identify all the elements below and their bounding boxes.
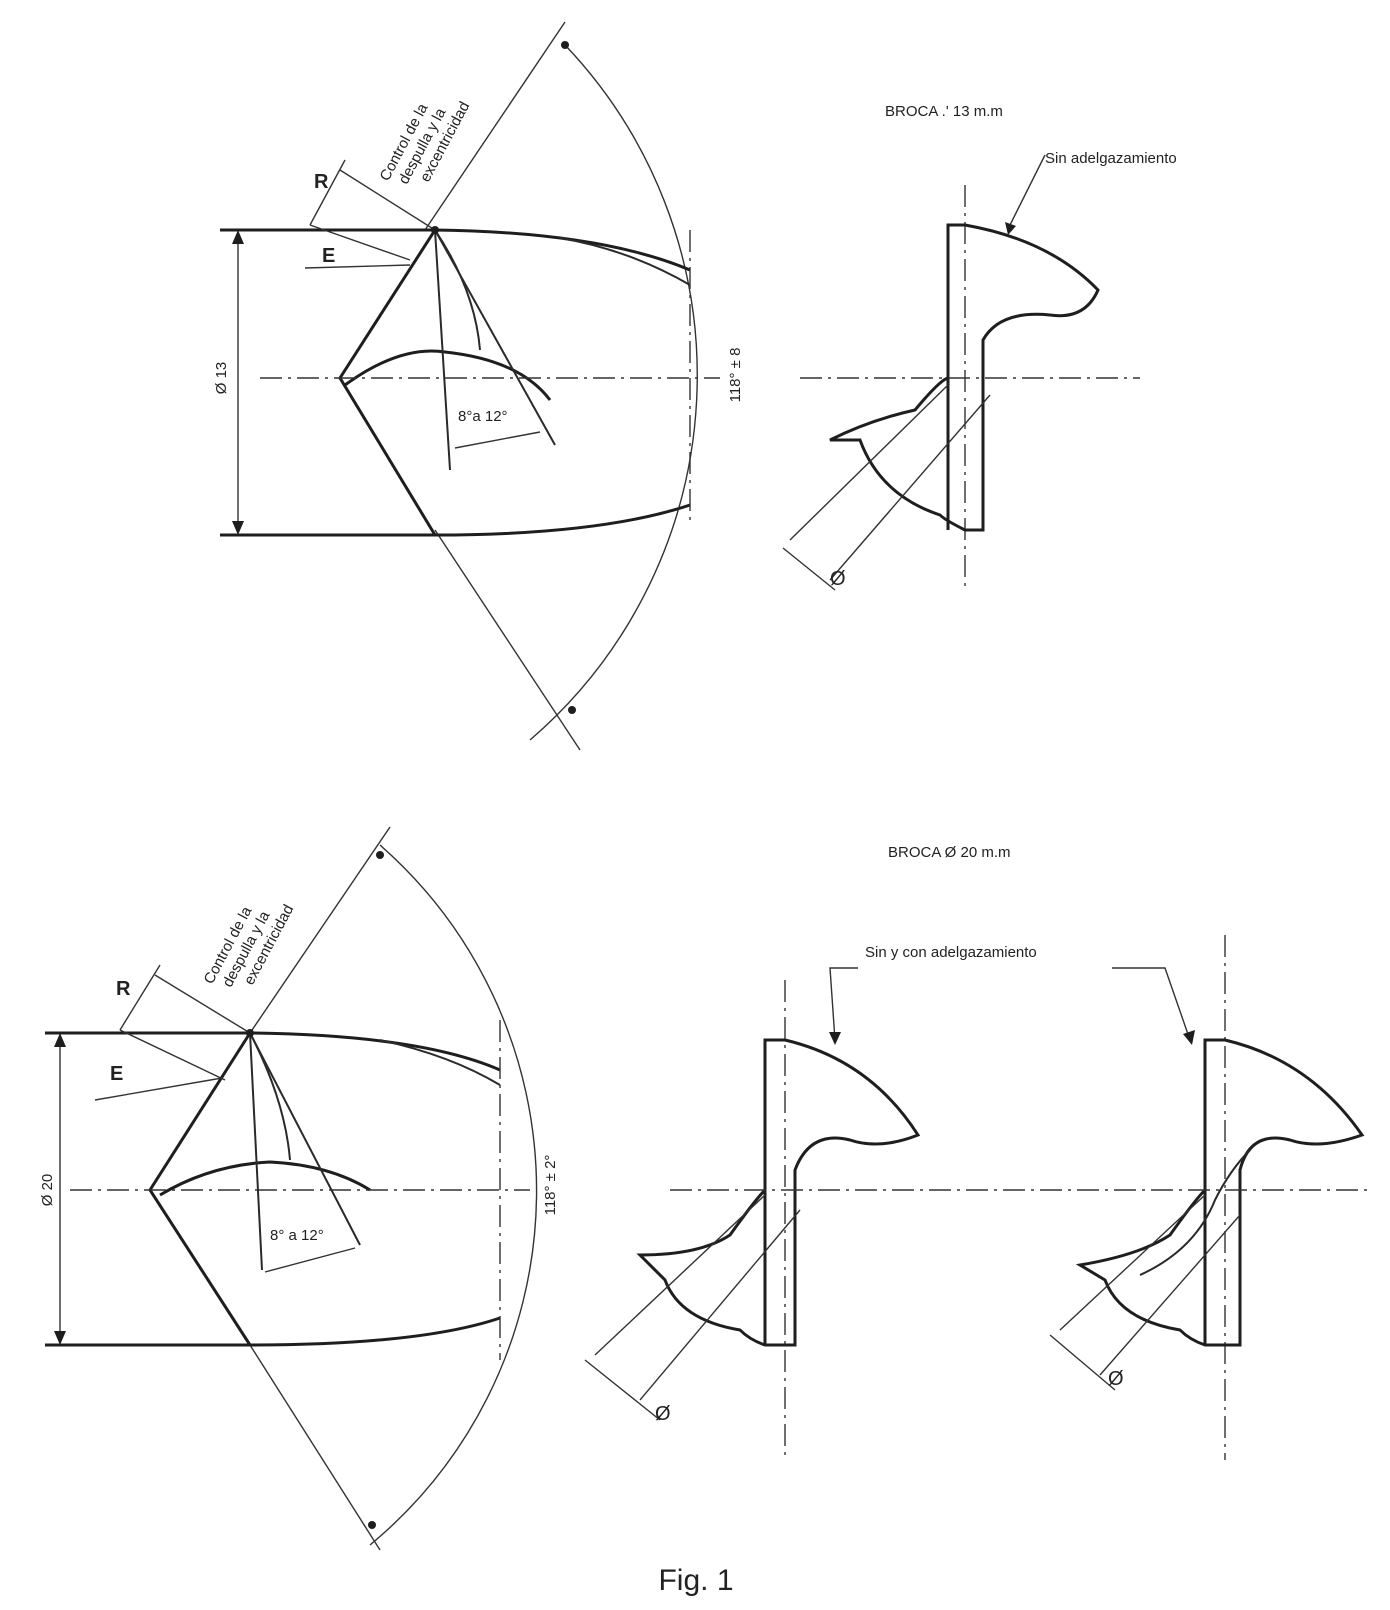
top-lip-curve: [344, 349, 552, 401]
top-clearance-label: 8°a 12°: [458, 408, 508, 425]
top-control-label: Control de la despulla y la excentricida…: [377, 99, 474, 187]
top-broca-title: BROCA .' 13 m.m: [885, 103, 1003, 120]
bottom-point-angle-label: 118° ± 2°: [542, 1155, 559, 1216]
top-angle-line-upper: [424, 21, 566, 231]
bottom-right-section-outline: [1075, 1038, 1365, 1347]
bottom-cross-section-left: [584, 980, 921, 1460]
top-drill-side-view: [220, 21, 720, 751]
bottom-clearance-label: 8° a 12°: [270, 1227, 324, 1244]
bottom-left-section-outline: [636, 1038, 921, 1347]
bottom-body-lower-edge: [45, 1316, 501, 1347]
top-thinning-label: Sin adelgazamiento: [1045, 150, 1177, 167]
top-cross-section: [782, 185, 1140, 591]
bottom-broca-title: BROCA Ø 20 m.m: [888, 844, 1011, 861]
top-body-lower-edge: [220, 503, 691, 537]
bottom-r-symbol: R: [116, 978, 131, 1000]
bottom-e-symbol: E: [110, 1063, 123, 1085]
bottom-lip-curve: [159, 1160, 371, 1197]
top-e-symbol: E: [322, 245, 335, 267]
top-angle-arc: [529, 44, 698, 741]
bottom-drill-tip: [148, 1032, 252, 1346]
top-phi-symbol: Ø: [830, 568, 846, 590]
top-angle-line-lower: [434, 529, 581, 751]
top-drill-tip: [338, 229, 437, 536]
bottom-diameter-label: Ø 20: [39, 1174, 56, 1207]
bottom-cross-section-right: [1049, 935, 1365, 1460]
top-r-symbol: R: [314, 171, 329, 193]
bottom-angle-arc: [369, 844, 538, 1546]
top-clearance-dim: [454, 431, 541, 449]
bottom-phi-left: Ø: [655, 1403, 671, 1425]
top-section-outline: [829, 223, 1100, 532]
top-diameter-label: Ø 13: [213, 362, 230, 395]
bottom-drill-side-view: [45, 826, 538, 1551]
figure-caption: Fig. 1: [658, 1564, 733, 1597]
top-point-angle-label: 118° ± 8: [727, 348, 744, 403]
bottom-thinning-label: Sin y con adelgazamiento: [865, 944, 1037, 961]
bottom-phi-right: Ø: [1108, 1368, 1124, 1390]
